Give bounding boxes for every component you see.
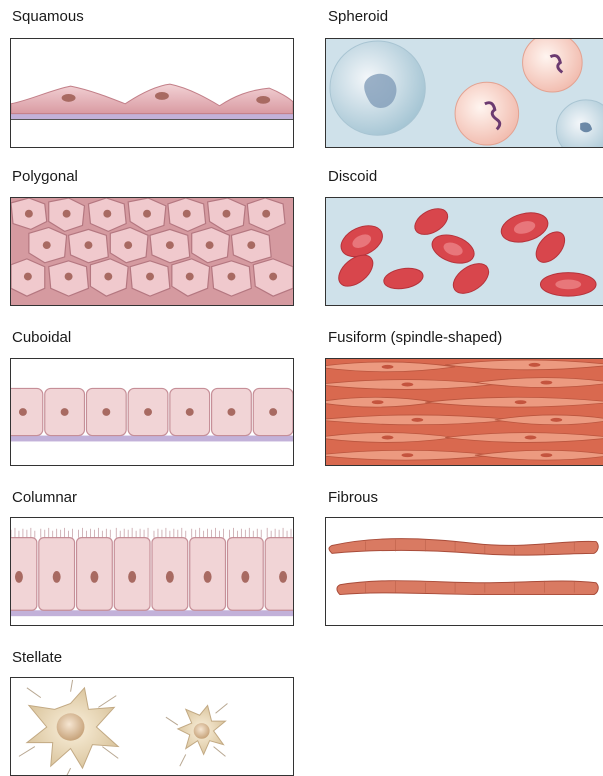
polygonal-panel — [10, 197, 294, 306]
fusiform-illustration — [326, 359, 603, 465]
discoid-illustration — [326, 198, 603, 305]
stellate-illustration — [11, 678, 293, 775]
fibrous-panel — [325, 517, 603, 626]
fibrous-illustration — [326, 518, 603, 625]
cuboidal-illustration — [11, 359, 293, 465]
spheroid-panel — [325, 38, 603, 148]
spheroid-illustration — [326, 39, 603, 147]
label-discoid: Discoid — [328, 168, 377, 186]
columnar-illustration — [11, 518, 293, 625]
label-fibrous: Fibrous — [328, 489, 378, 507]
label-stellate: Stellate — [12, 649, 62, 667]
label-columnar: Columnar — [12, 489, 77, 507]
polygonal-illustration — [11, 198, 293, 305]
label-squamous: Squamous — [12, 8, 84, 26]
cuboidal-panel — [10, 358, 294, 466]
discoid-panel — [325, 197, 603, 306]
label-polygonal: Polygonal — [12, 168, 78, 186]
squamous-illustration — [11, 39, 293, 147]
stellate-panel — [10, 677, 294, 776]
label-fusiform: Fusiform (spindle-shaped) — [328, 329, 502, 347]
squamous-panel — [10, 38, 294, 148]
label-spheroid: Spheroid — [328, 8, 388, 26]
label-cuboidal: Cuboidal — [12, 329, 71, 347]
fusiform-panel — [325, 358, 603, 466]
columnar-panel — [10, 517, 294, 626]
